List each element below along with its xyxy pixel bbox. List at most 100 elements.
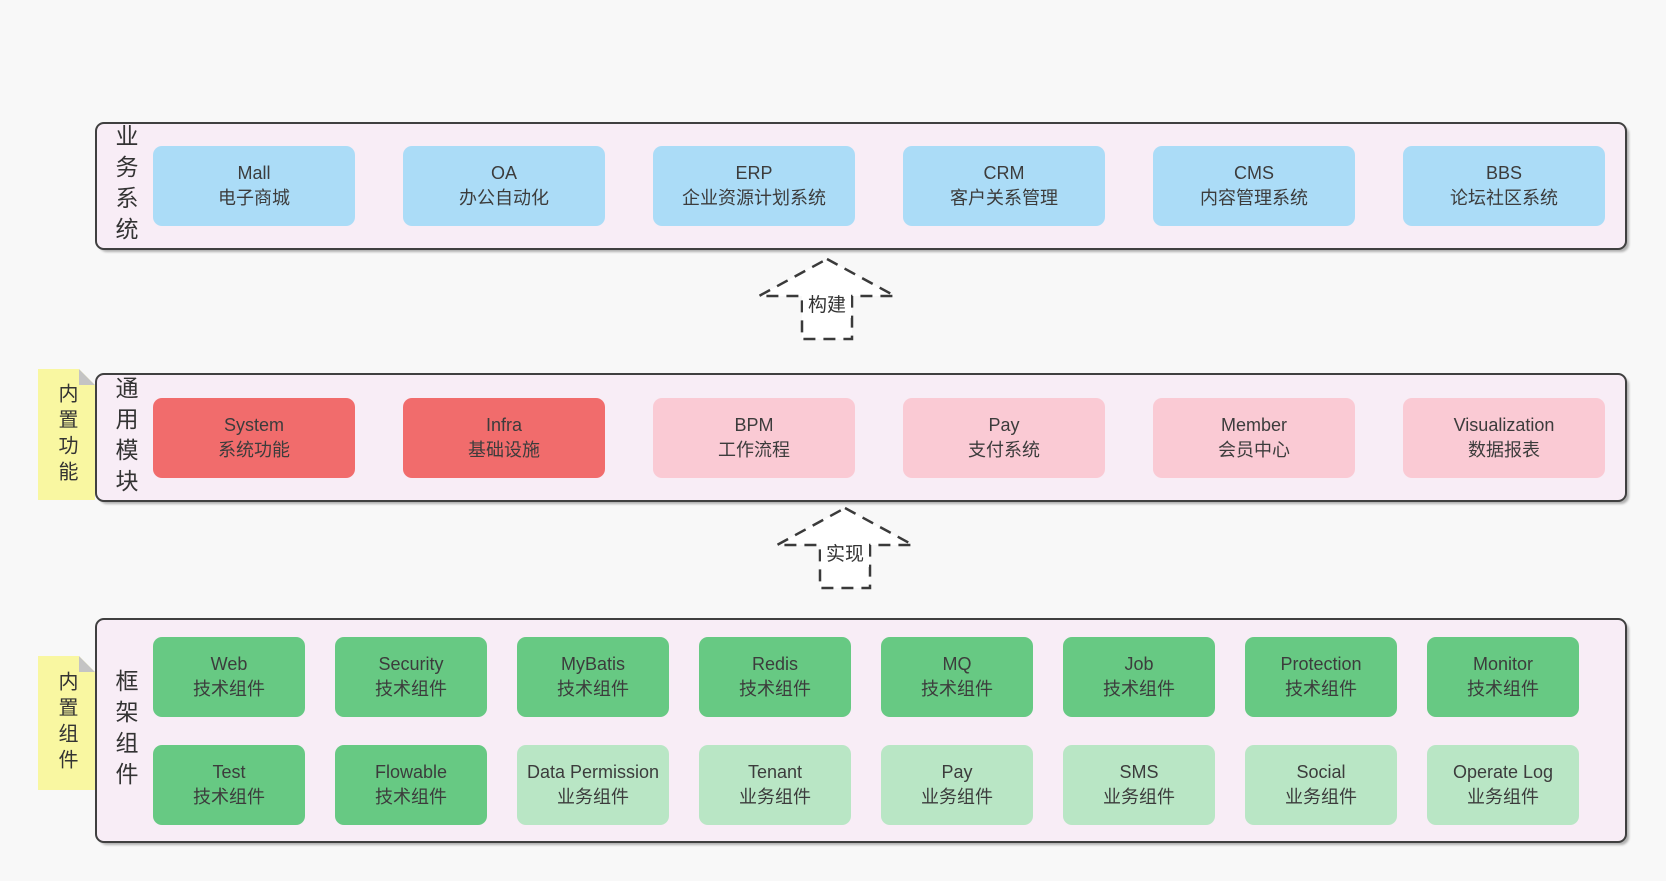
box-title: Data Permission (526, 761, 660, 782)
box-visualization: Visualization 数据报表 (1403, 397, 1605, 478)
box-mybatis: MyBatis 技术组件 (517, 636, 669, 717)
panel-common-modules: 通用模块 System 系统功能 Infra 基础设施 BPM 工作流程 Pay… (95, 373, 1627, 502)
box-subtitle: 技术组件 (375, 678, 447, 699)
framework-components-rows: Web 技术组件 Security 技术组件 MyBatis 技术组件 Redi… (153, 620, 1625, 841)
box-title: Protection (1280, 653, 1362, 674)
common-modules-row: System 系统功能 Infra 基础设施 BPM 工作流程 Pay 支付系统… (153, 375, 1625, 500)
box-title: Test (212, 761, 246, 782)
box-title: Member (1220, 414, 1287, 435)
box-title: MQ (942, 653, 972, 674)
box-title: Flowable (374, 761, 448, 782)
box-infra: Infra 基础设施 (403, 397, 605, 478)
business-systems-row: Mall 电子商城 OA 办公自动化 ERP 企业资源计划系统 CRM 客户关系… (153, 124, 1625, 248)
box-flowable: Flowable 技术组件 (335, 744, 487, 825)
sticky-note-builtin-features: 内置功能 (38, 369, 95, 500)
box-subtitle: 客户关系管理 (950, 188, 1058, 208)
box-title: Visualization (1453, 414, 1555, 435)
panel-business-systems-title: 业务系统 (112, 124, 138, 248)
box-subtitle: 办公自动化 (459, 188, 549, 208)
box-subtitle: 技术组件 (375, 786, 447, 807)
box-subtitle: 业务组件 (739, 786, 811, 807)
box-subtitle: 技术组件 (193, 786, 265, 807)
box-title: SMS (1119, 761, 1159, 782)
box-cms: CMS 内容管理系统 (1153, 146, 1355, 226)
box-security: Security 技术组件 (335, 636, 487, 717)
box-subtitle: 技术组件 (557, 678, 629, 699)
panel-common-modules-title: 通用模块 (112, 375, 138, 500)
box-pay-system: Pay 支付系统 (903, 397, 1105, 478)
box-title: Mall (237, 163, 271, 184)
box-data-permission: Data Permission 业务组件 (517, 744, 669, 825)
box-bbs: BBS 论坛社区系统 (1403, 146, 1605, 226)
box-title: Tenant (747, 761, 803, 782)
box-mall: Mall 电子商城 (153, 146, 355, 226)
box-title: Pay (988, 414, 1020, 435)
box-operate-log: Operate Log 业务组件 (1427, 744, 1579, 825)
box-title: CMS (1234, 163, 1274, 184)
panel-business-systems: 业务系统 Mall 电子商城 OA 办公自动化 ERP 企业资源计划系统 CRM… (95, 122, 1627, 250)
box-title: Pay (941, 761, 973, 782)
box-social: Social 业务组件 (1245, 744, 1397, 825)
arrow-implement: 实现 (774, 505, 916, 591)
box-subtitle: 支付系统 (968, 439, 1040, 460)
box-subtitle: 论坛社区系统 (1450, 188, 1558, 208)
box-subtitle: 技术组件 (1467, 678, 1539, 699)
box-subtitle: 技术组件 (739, 678, 811, 699)
box-subtitle: 基础设施 (468, 439, 540, 460)
box-title: MyBatis (560, 653, 625, 674)
box-monitor: Monitor 技术组件 (1427, 636, 1579, 717)
box-subtitle: 技术组件 (1285, 678, 1357, 699)
box-subtitle: 系统功能 (218, 439, 290, 460)
box-title: BBS (1485, 163, 1523, 184)
box-subtitle: 技术组件 (193, 678, 265, 699)
panel-framework-components-title: 框架组件 (112, 668, 138, 793)
box-title: CRM (983, 163, 1025, 184)
box-protection: Protection 技术组件 (1245, 636, 1397, 717)
box-title: OA (490, 163, 517, 184)
box-system: System 系统功能 (153, 397, 355, 478)
box-erp: ERP 企业资源计划系统 (653, 146, 855, 226)
box-job: Job 技术组件 (1063, 636, 1215, 717)
box-member: Member 会员中心 (1153, 397, 1355, 478)
box-sms: SMS 业务组件 (1063, 744, 1215, 825)
framework-row-1: Web 技术组件 Security 技术组件 MyBatis 技术组件 Redi… (153, 636, 1625, 717)
box-title: Security (378, 653, 444, 674)
box-subtitle: 企业资源计划系统 (682, 188, 826, 208)
box-title: Redis (751, 653, 799, 674)
sticky-note-builtin-components: 内置组件 (38, 656, 95, 790)
box-crm: CRM 客户关系管理 (903, 146, 1105, 226)
box-test: Test 技术组件 (153, 744, 305, 825)
box-oa: OA 办公自动化 (403, 146, 605, 226)
box-title: Infra (485, 414, 523, 435)
box-subtitle: 业务组件 (1467, 786, 1539, 807)
arrow-build: 构建 (756, 256, 898, 342)
box-subtitle: 技术组件 (1103, 678, 1175, 699)
box-subtitle: 业务组件 (921, 786, 993, 807)
box-title: Social (1296, 761, 1346, 782)
box-subtitle: 会员中心 (1218, 439, 1290, 460)
box-tenant: Tenant 业务组件 (699, 744, 851, 825)
box-title: Monitor (1472, 653, 1534, 674)
box-subtitle: 技术组件 (921, 678, 993, 699)
box-title: ERP (735, 163, 773, 184)
box-web: Web 技术组件 (153, 636, 305, 717)
box-title: BPM (734, 414, 774, 435)
box-subtitle: 数据报表 (1468, 439, 1540, 460)
box-title: Web (210, 653, 248, 674)
box-title: System (223, 414, 284, 435)
box-subtitle: 工作流程 (718, 439, 790, 460)
box-mq: MQ 技术组件 (881, 636, 1033, 717)
box-subtitle: 业务组件 (1285, 786, 1357, 807)
box-bpm: BPM 工作流程 (653, 397, 855, 478)
box-subtitle: 业务组件 (1103, 786, 1175, 807)
box-title: Operate Log (1452, 761, 1554, 782)
box-title: Job (1124, 653, 1154, 674)
box-subtitle: 业务组件 (557, 786, 629, 807)
box-subtitle: 电子商城 (218, 188, 290, 208)
arrow-build-label: 构建 (802, 289, 852, 318)
box-pay-component: Pay 业务组件 (881, 744, 1033, 825)
box-redis: Redis 技术组件 (699, 636, 851, 717)
arrow-implement-label: 实现 (820, 538, 870, 567)
panel-framework-components: 框架组件 Web 技术组件 Security 技术组件 MyBatis 技术组件… (95, 618, 1627, 843)
